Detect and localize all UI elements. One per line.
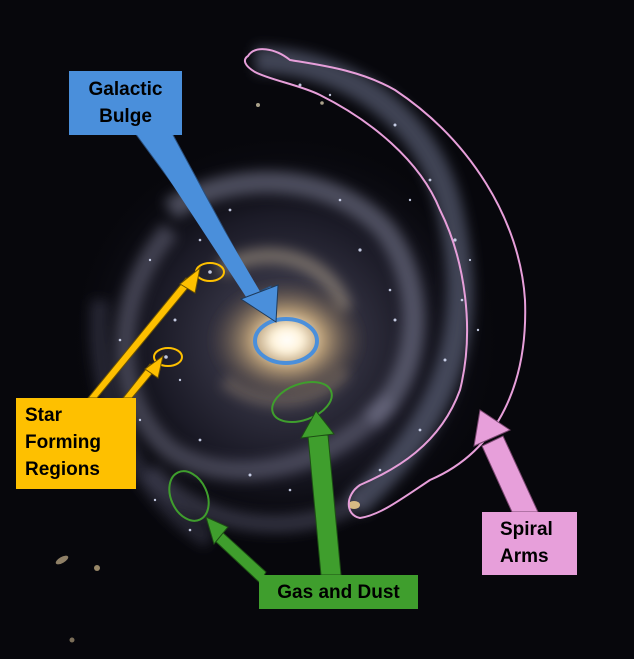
gas-and-dust-label: Gas and Dust	[259, 575, 418, 609]
star-forming-circle-lower	[153, 347, 183, 367]
spiral-arm-outline	[243, 48, 527, 520]
bulge-ellipse	[253, 317, 319, 365]
galaxy-core	[207, 278, 367, 402]
gas-dust-ellipse-left	[168, 470, 210, 522]
spiral-arms-arrow	[473, 409, 539, 513]
star-forming-arrow-lower	[121, 354, 164, 399]
spiral-arms-label: Spiral Arms	[482, 512, 577, 575]
gas-dust-ellipse-center	[271, 381, 333, 423]
galactic-bulge-label: Galactic Bulge	[69, 71, 182, 135]
bulge-arrow	[134, 132, 279, 323]
star-forming-regions-label: Star Forming Regions	[16, 398, 136, 489]
star-field	[118, 83, 480, 552]
background-galaxies	[55, 101, 360, 643]
